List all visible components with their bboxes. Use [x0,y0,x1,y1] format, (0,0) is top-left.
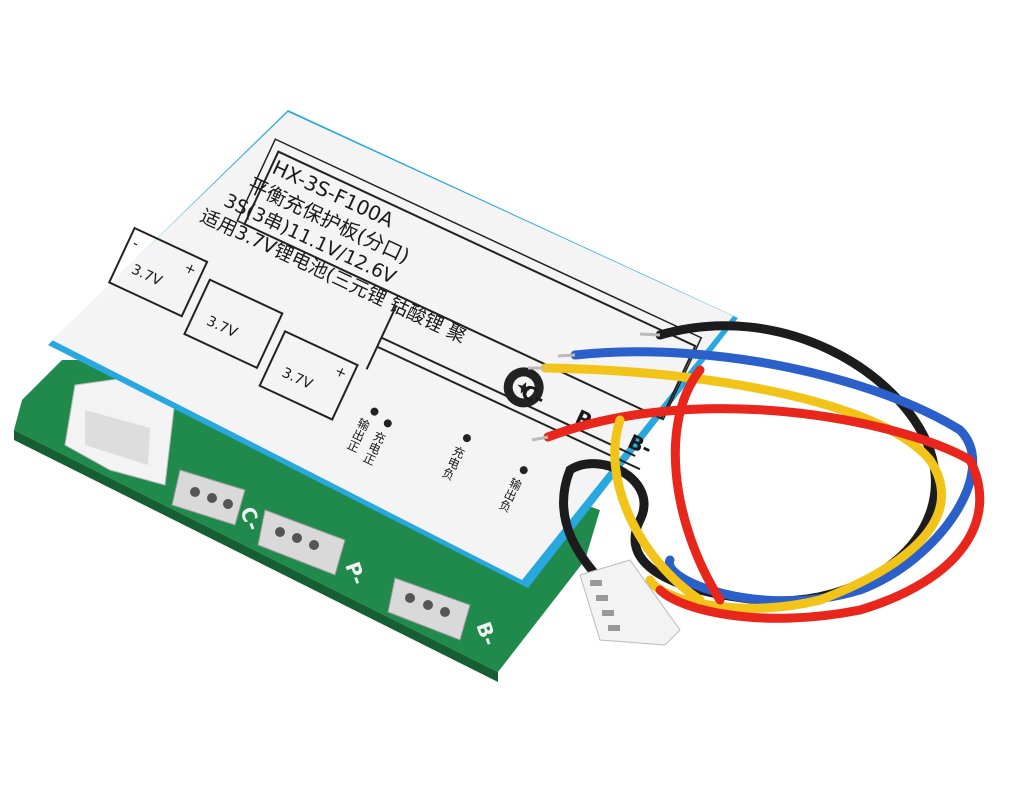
balance-wire-harness[interactable] [540,321,985,623]
label-sticker: HX-3S-F100A 平衡充保护板(分口) 3S(3串)11.1V/12.6V… [48,110,738,588]
board-balance-connector[interactable] [64,377,176,486]
cell-1-minus: - [130,236,141,253]
wire-ends [528,332,661,442]
pcb-board: C- P- B- [14,360,600,682]
wire-connector-plug[interactable] [579,559,681,646]
brand-logo-icon [503,367,544,408]
